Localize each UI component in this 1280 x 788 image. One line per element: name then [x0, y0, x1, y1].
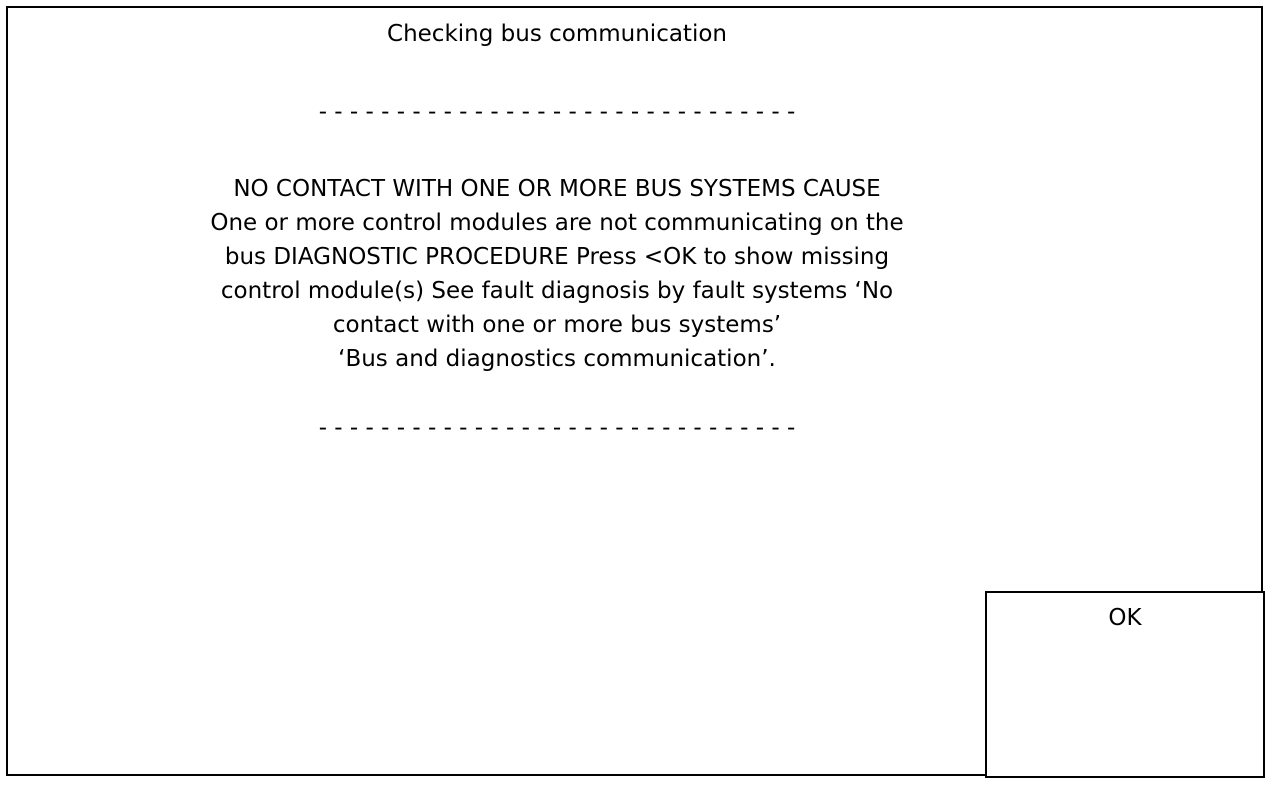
message-line: One or more control modules are not comm…: [210, 210, 904, 236]
message-line: bus DIAGNOSTIC PROCEDURE Press <OK to sh…: [224, 244, 890, 270]
ok-button-label: OK: [1108, 605, 1142, 631]
ok-button[interactable]: OK: [985, 591, 1265, 778]
separator-line-bottom: - - - - - - - - - - - - - - - - - - - - …: [318, 415, 796, 441]
message-line: ‘Bus and diagnostics communication’.: [338, 346, 776, 372]
message-line: control module(s) See fault diagnosis by…: [220, 278, 894, 304]
dialog-message-body: NO CONTACT WITH ONE OR MORE BUS SYSTEMS …: [8, 172, 1106, 376]
dialog-title: Checking bus communication: [387, 21, 727, 47]
message-line: contact with one or more bus systems’: [332, 312, 782, 338]
separator-line-top: - - - - - - - - - - - - - - - - - - - - …: [318, 99, 796, 125]
message-line: NO CONTACT WITH ONE OR MORE BUS SYSTEMS …: [233, 176, 881, 202]
diagnostic-dialog-frame: Checking bus communication - - - - - - -…: [6, 6, 1265, 778]
